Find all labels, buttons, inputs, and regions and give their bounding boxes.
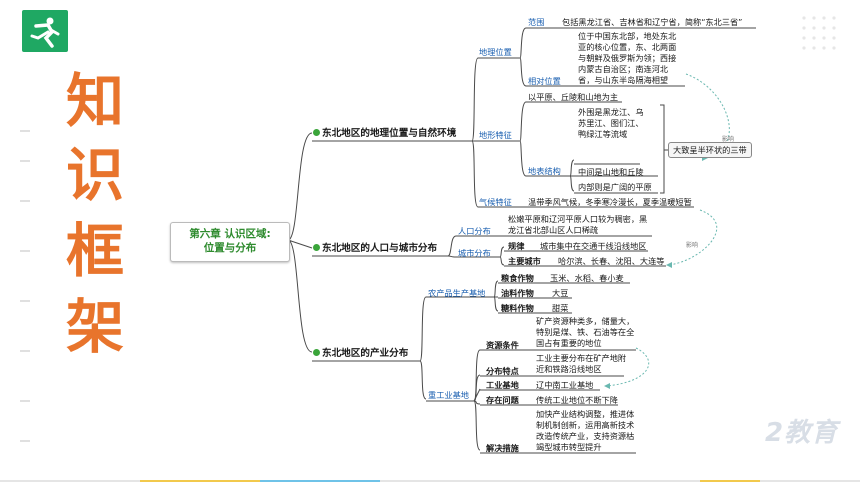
node-location[interactable]: 地理位置 xyxy=(479,47,512,57)
dot-grid-decoration xyxy=(802,16,836,50)
section-geo[interactable]: 东北地区的地理位置与自然环境 xyxy=(313,128,456,140)
effect-note-1: 影响 xyxy=(722,136,735,143)
feature-text: 工业主要分布在矿产地附近和铁路沿线地区 xyxy=(536,353,627,374)
resource-text: 矿产资源种类多，储量大，特别是煤、铁、石油等在全国占有重要的地位 xyxy=(536,316,635,348)
node-grain[interactable]: 粮食作物 xyxy=(501,273,534,283)
belt-box[interactable]: 大致呈半环状的三带 xyxy=(668,142,752,158)
branch-dot-icon xyxy=(313,244,320,251)
runner-icon xyxy=(30,17,60,48)
effect-note-2: 影响 xyxy=(686,242,699,249)
node-heavy[interactable]: 重工业基地 xyxy=(428,390,469,400)
logo xyxy=(22,10,68,52)
node-sugar[interactable]: 糖料作物 xyxy=(501,303,534,313)
root-node[interactable]: 第六章 认识区域: 位置与分布 xyxy=(170,222,290,262)
node-city[interactable]: 城市分布 xyxy=(458,248,491,258)
grain-text: 玉米、水稻、春小麦 xyxy=(550,273,624,283)
node-resource[interactable]: 资源条件 xyxy=(486,340,519,350)
node-terrain[interactable]: 地形特征 xyxy=(479,130,512,140)
title-char-2: 识 xyxy=(65,141,124,209)
node-base[interactable]: 工业基地 xyxy=(486,380,519,390)
node-scope[interactable]: 范围 xyxy=(528,17,545,27)
section-ind-label: 东北地区的产业分布 xyxy=(322,348,409,359)
oil-text: 大豆 xyxy=(552,288,569,298)
hills-text: 中间是山地和丘陵 xyxy=(578,167,644,177)
base-text: 辽中南工业基地 xyxy=(536,380,594,390)
branch-dot-icon xyxy=(313,129,320,136)
node-law[interactable]: 规律 xyxy=(508,241,525,251)
sugar-text: 甜菜 xyxy=(552,303,569,313)
title-char-1: 知 xyxy=(65,67,124,135)
watermark: 2教育 xyxy=(765,418,839,448)
main-city-text: 哈尔滨、长春、沈阳、大连等 xyxy=(558,256,665,266)
section-pop[interactable]: 东北地区的人口与城市分布 xyxy=(313,243,437,255)
plains-text: 内部则是广阔的平原 xyxy=(578,182,652,192)
problem-text: 传统工业地位不断下降 xyxy=(536,395,618,405)
scope-text: 包括黑龙江省、吉林省和辽宁省，简称“东北三省” xyxy=(562,17,743,27)
measure-text: 加快产业结构调整，推进体制机制创新，运用高新技术改造传统产业，支持资源枯竭型城市… xyxy=(536,409,635,452)
node-problem[interactable]: 存在问题 xyxy=(486,395,519,405)
title-char-4: 架 xyxy=(65,293,124,361)
node-structure[interactable]: 地表结构 xyxy=(528,166,561,176)
node-population[interactable]: 人口分布 xyxy=(458,226,491,236)
rivers-text: 外围是黑龙江、乌苏里江、图们江、鸭绿江等流域 xyxy=(578,107,644,139)
node-climate[interactable]: 气候特征 xyxy=(479,197,512,207)
relative-text: 位于中国东北部，地处东北亚的核心位置，东、北两面与朝鲜及俄罗斯为领；西接内蒙古自… xyxy=(578,31,677,85)
climate-text: 温带季风气候，冬季寒冷漫长，夏季温暖短暂 xyxy=(528,197,692,207)
root-title-line2: 位置与分布 xyxy=(203,242,257,254)
section-ind[interactable]: 东北地区的产业分布 xyxy=(313,348,408,360)
title-char-3: 框 xyxy=(65,217,124,285)
section-pop-label: 东北地区的人口与城市分布 xyxy=(322,243,438,254)
node-feature[interactable]: 分布特点 xyxy=(486,366,519,376)
node-main-city[interactable]: 主要城市 xyxy=(508,256,541,266)
branch-dot-icon xyxy=(313,349,320,356)
node-measure[interactable]: 解决措施 xyxy=(486,443,519,453)
node-oil[interactable]: 油料作物 xyxy=(501,288,534,298)
law-text: 城市集中在交通干线沿线地区 xyxy=(540,241,647,251)
population-text: 松嫩平原和辽河平原人口较为稠密，黑龙江省北部山区人口稀疏 xyxy=(508,214,648,235)
node-agri[interactable]: 农产品生产基地 xyxy=(428,288,486,298)
node-relative[interactable]: 相对位置 xyxy=(528,76,561,86)
section-geo-label: 东北地区的地理位置与自然环境 xyxy=(322,128,457,139)
root-title-line1: 第六章 认识区域: xyxy=(189,228,271,240)
terrain-text: 以平原、丘陵和山地为主 xyxy=(528,92,619,102)
